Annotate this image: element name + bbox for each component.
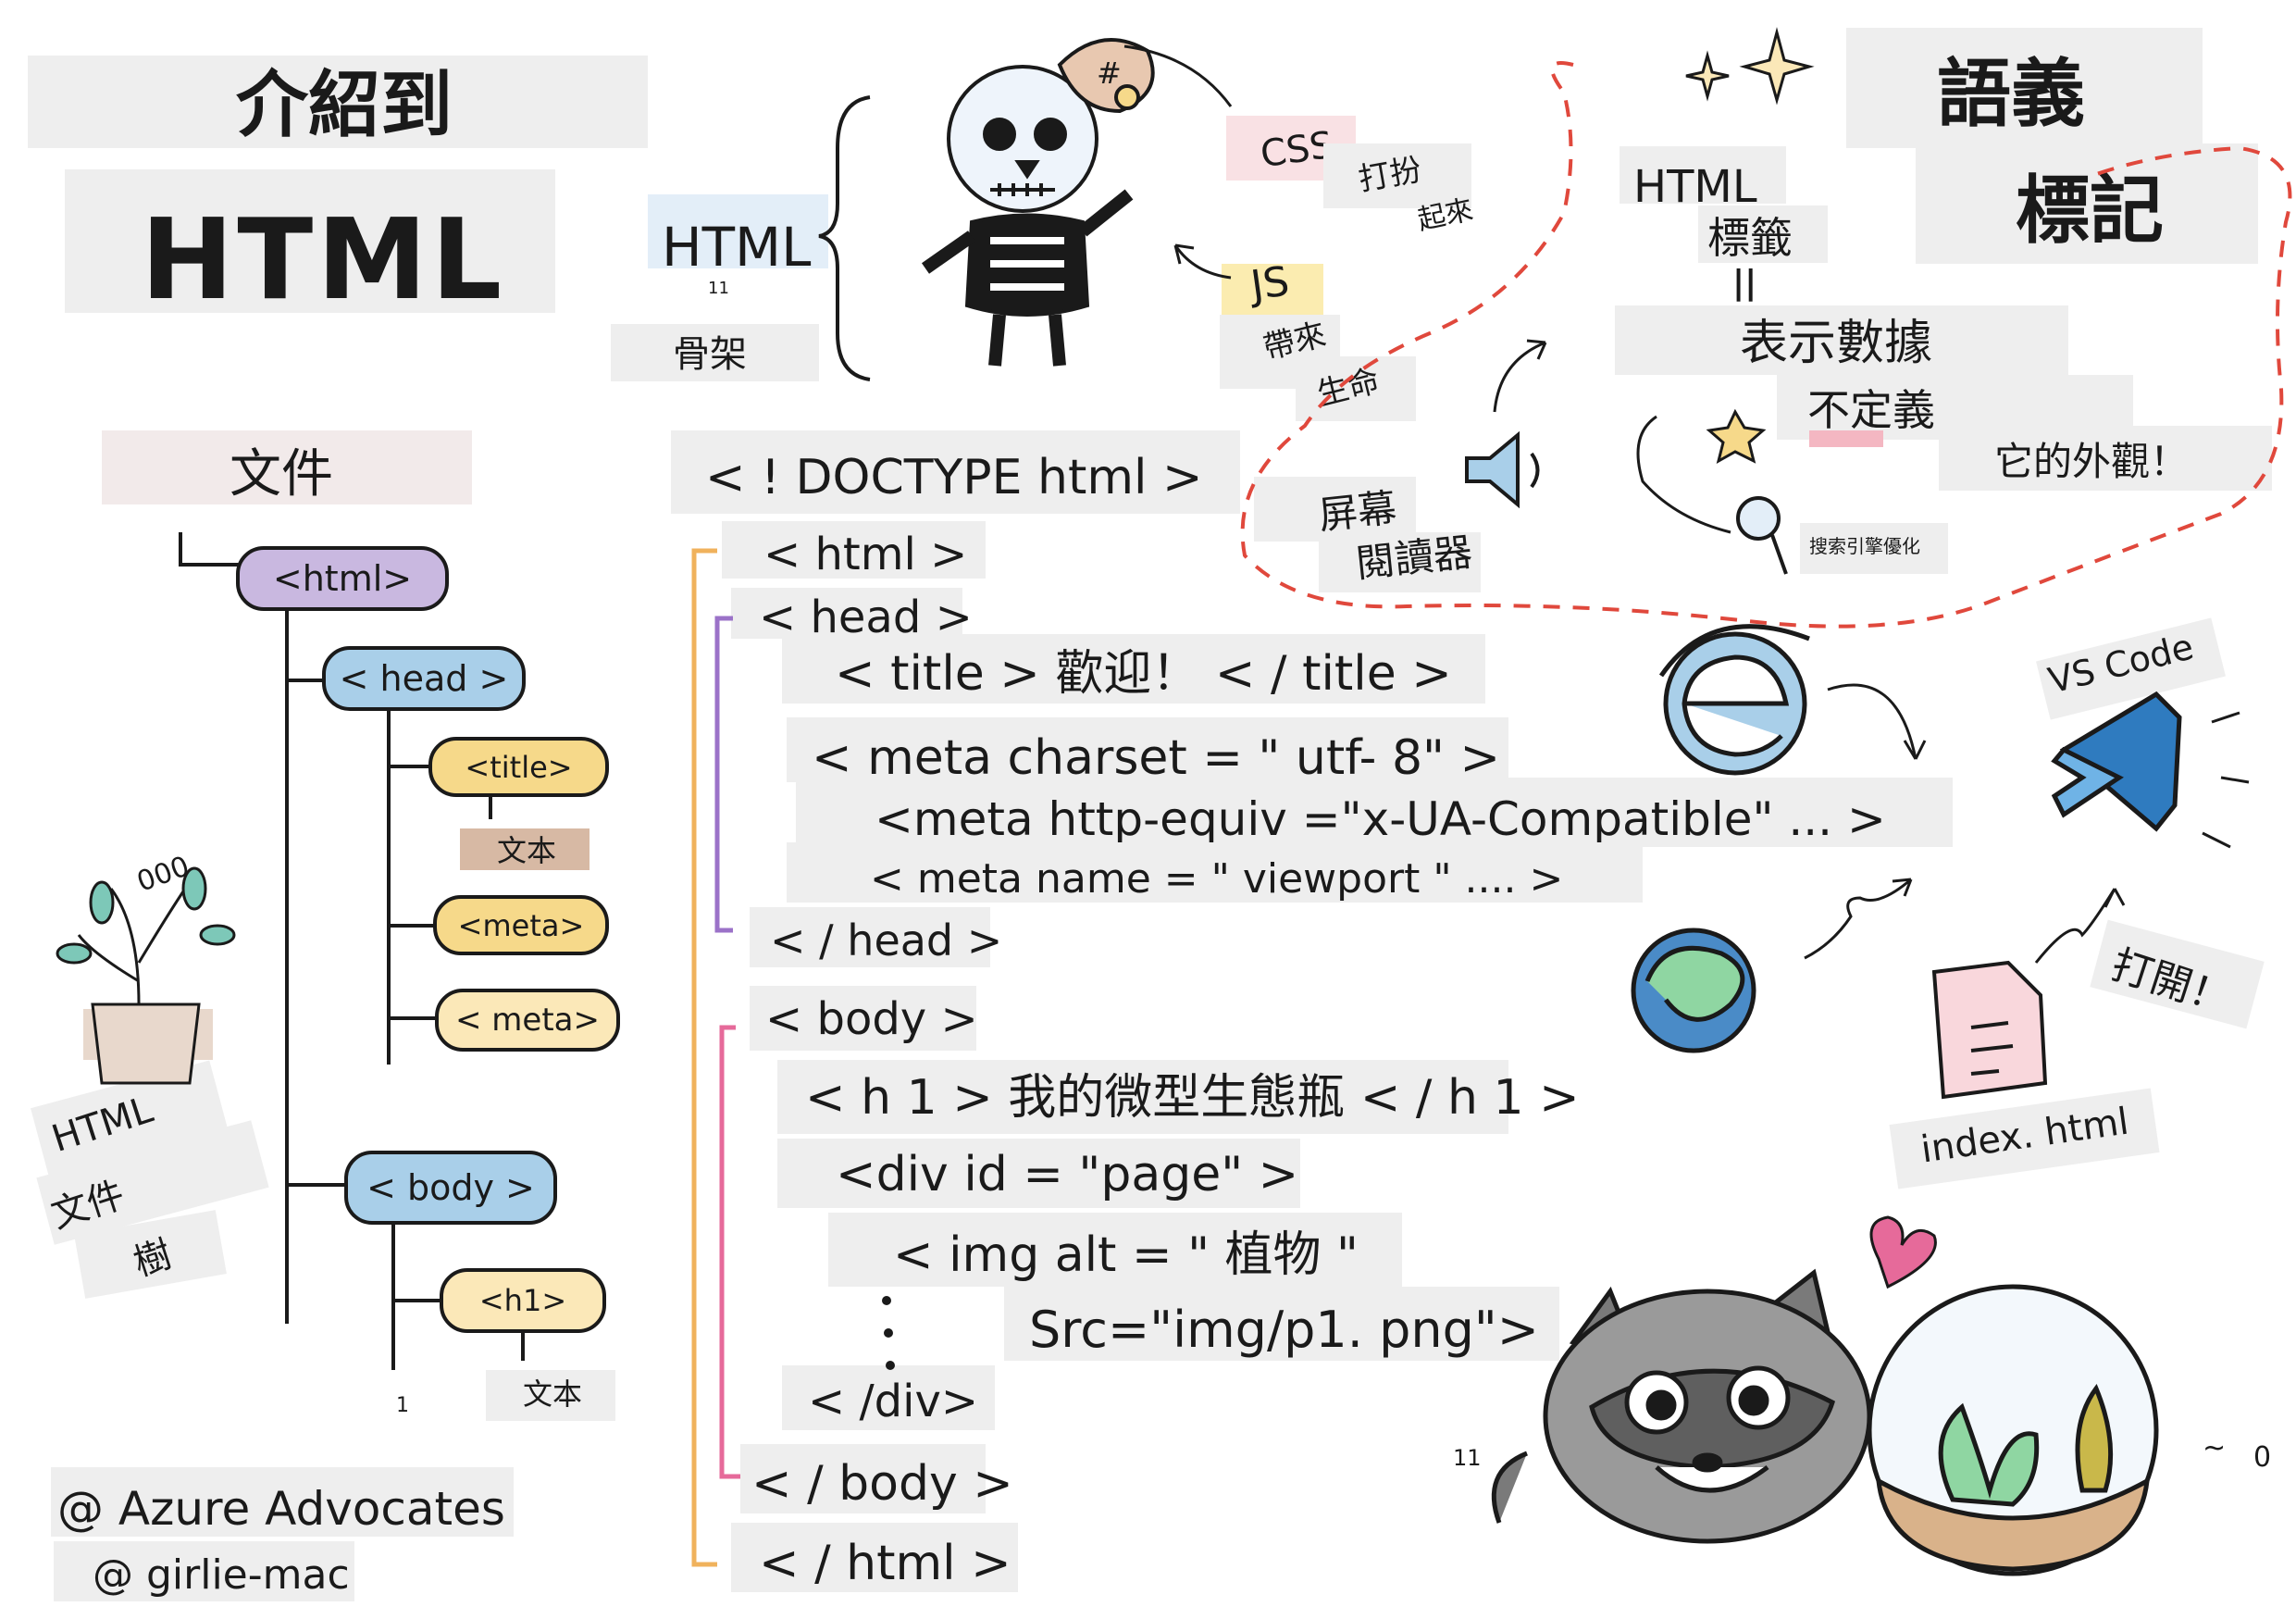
mark-11: 11 [1453,1445,1482,1471]
plant-label: TTTTT [95,1018,179,1051]
title-line-1: 介紹到 [236,64,453,147]
speaker-arrow [1493,339,1547,413]
code-tape-div-open [777,1139,1300,1208]
vscode-icon [2051,691,2182,832]
semantic-html-label: HTML [1633,161,1757,213]
code-tape-h1 [777,1060,1508,1134]
vscode-sparks [2202,711,2250,849]
code-tape-img2 [1004,1287,1559,1361]
doc-heading-tape [102,430,472,504]
html-label-tape [648,194,828,268]
code-doctype: < ! DOCTYPE html > [705,450,1203,505]
plant-mark: 000 [132,850,194,899]
code-meta-http: <meta http-equiv ="x-UA-Compatible" ... … [875,792,1886,846]
screen-reader-2: 閱讀器 [1353,529,1475,587]
screen-reader-1: 屏幕 [1316,484,1399,539]
title-tape-2 [65,169,555,313]
tree-node-title: <title> [428,737,609,797]
tree-node-h1-text: 文本 [523,1376,583,1412]
code-body-open: < body > [765,993,978,1045]
semantic-seo: 搜索引擎優化 [1809,535,1920,557]
magnifier-icon [1736,496,1788,575]
edge-arrow [1804,878,1913,960]
code-tape-head-close [750,907,990,967]
skeleton-html-label: HTML [662,216,812,279]
speaker-icon [1465,430,1540,509]
body-bracket [719,1025,740,1479]
code-html-close: < / html > [759,1536,1011,1591]
credit-line-2: @ girlie-mac [93,1551,350,1599]
ie-arrow [1827,683,1927,760]
code-tape-meta-charset [787,717,1508,782]
semantic-appearance: 它的外觀！ [1994,439,2190,484]
code-meta-viewport: < meta name = " viewport " .... > [870,855,1564,903]
tree-node-body: < body > [344,1151,557,1225]
semantic-tag-label: 標籤 [1707,213,1793,263]
mark-0: 0 [2253,1441,2272,1474]
html-bracket [691,548,717,1567]
doc-tree-heading: 文件 [230,444,333,504]
mark-tilde: ~ [2203,1432,2227,1464]
code-tape-html-close [731,1523,1018,1592]
tree-node-meta2: < meta> [435,989,620,1052]
code-tape-title [782,634,1485,704]
code-meta-charset: < meta charset = " utf- 8" > [812,730,1501,786]
code-tape-body-open [750,986,976,1051]
terrarium-icon [1867,1284,2159,1576]
semantic-not-define: 不定義 [1807,385,1935,435]
code-div-close: < /div> [808,1376,979,1427]
code-tape-img1 [828,1213,1402,1287]
code-tape-body-close [740,1444,986,1513]
head-bracket [714,616,733,933]
seo-arrow [1636,415,1731,534]
semantic-equals: || [1732,264,1757,302]
code-head-open: < head > [759,592,973,643]
edge-icon [1631,928,1756,1053]
code-title-line: < title > 歡迎！ < / title > [835,646,1452,702]
code-head-close: < / head > [770,915,1003,965]
credit-line-1: @ Azure Advocates [57,1482,505,1536]
code-img-line2: Src="img/p1. png"> [1029,1301,1539,1359]
semantic-represents: 表示數據 [1740,316,1933,371]
page-title: HTML [141,196,506,325]
code-tape-meta-http [796,778,1953,847]
tree-node-html: <html> [236,546,449,611]
star-icon [1706,408,1767,464]
semantic-title-2: 標記 [2016,168,2164,254]
tree-node-head: < head > [322,646,526,711]
tree-node-title-text: 文本 [497,833,557,868]
skeleton-html-sub: 11 [708,279,729,298]
code-h1-line: < h 1 > 我的微型生態瓶 < / h 1 > [805,1070,1580,1126]
code-tape-doctype [671,430,1240,514]
js-label: JS [1247,257,1293,310]
tree-node-meta1: <meta> [433,895,609,955]
title-tape-1 [28,56,648,148]
code-tape-meta-viewport [787,842,1643,903]
tree-title-text-tape [460,828,590,870]
credit-tape-1 [51,1467,514,1537]
heart-icon [1869,1215,1937,1289]
hat-mark: # [1097,56,1122,91]
file-icon [1931,960,2048,1100]
tree-tick: 1 [396,1394,409,1417]
code-ellipsis [882,1296,895,1370]
css-desc2: 起來 [1414,193,1476,237]
code-body-close: < / body > [751,1456,1013,1512]
tree-h1-text-tape [486,1370,615,1421]
credit-tape-2 [54,1541,354,1601]
code-tape-html-open [722,521,986,579]
code-html-open: < html > [763,529,968,580]
code-tape-div-close [782,1365,995,1430]
code-img-line1: < img alt = " 植物 " [893,1227,1359,1283]
skeleton-label-tape [611,324,819,381]
ie-icon [1658,624,1810,776]
semantic-title-1: 語義 [1937,51,2085,137]
sparkle-icon [1685,27,1815,106]
tree-node-h1: <h1> [440,1268,606,1333]
skeleton-icon [921,38,1155,367]
code-div-open: <div id = "page" > [836,1147,1299,1202]
code-tape-head-open [731,588,962,639]
css-arrow-line [1123,44,1233,107]
skeleton-label: 骨架 [673,333,747,376]
